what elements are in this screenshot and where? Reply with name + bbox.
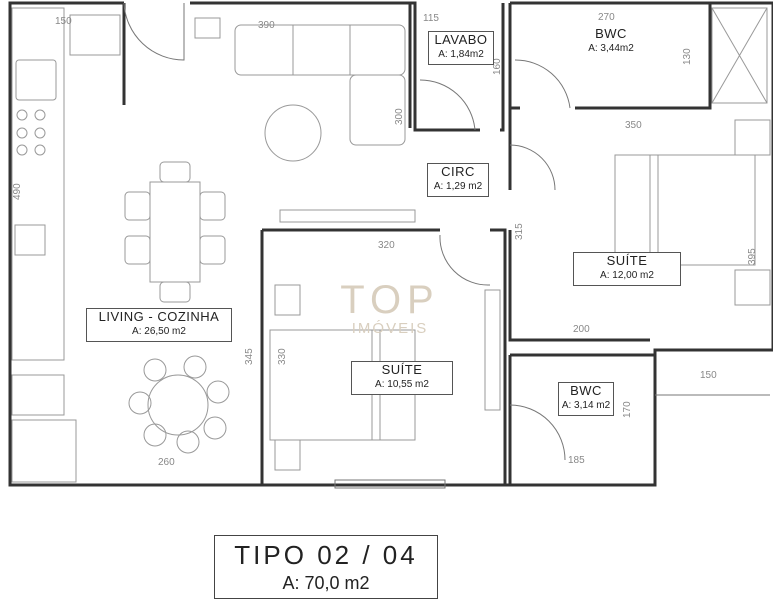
- svg-text:130: 130: [682, 48, 693, 65]
- room-name: SUÍTE: [381, 362, 423, 377]
- room-label-circ: CIRC A: 1,29 m2: [427, 163, 489, 197]
- svg-text:150: 150: [700, 370, 717, 381]
- kitchen-counter: [11, 7, 121, 483]
- room-area: A: 1,84m2: [438, 49, 484, 60]
- watermark: TOP IMÓVEIS: [335, 280, 445, 337]
- svg-text:320: 320: [378, 240, 395, 251]
- room-area: A: 3,14 m2: [561, 400, 611, 411]
- interior-walls: [260, 1, 712, 485]
- room-name: BWC: [595, 26, 627, 41]
- room-name: CIRC: [441, 164, 475, 179]
- svg-text:260: 260: [158, 457, 175, 468]
- unit-type: TIPO 02 / 04: [234, 540, 418, 570]
- svg-text:330: 330: [277, 348, 288, 365]
- watermark-line2: IMÓVEIS: [351, 320, 429, 337]
- svg-text:345: 345: [244, 348, 255, 365]
- dimension-labels: 150 390 115 270 130 160 300 350 490 315 …: [12, 12, 758, 468]
- room-name: LIVING - COZINHA: [98, 309, 220, 324]
- suite2-bed: [269, 209, 501, 471]
- outer-walls: [8, 1, 773, 487]
- round-table: [128, 355, 230, 454]
- room-area: A: 10,55 m2: [375, 379, 429, 390]
- svg-text:270: 270: [598, 12, 615, 23]
- svg-text:160: 160: [492, 58, 503, 75]
- svg-text:315: 315: [514, 223, 525, 240]
- room-label-suite1: SUÍTE A: 12,00 m2: [573, 252, 681, 286]
- room-label-suite2: SUÍTE A: 10,55 m2: [351, 361, 453, 395]
- svg-text:350: 350: [625, 120, 642, 131]
- room-label-bwc2: BWC A: 3,14 m2: [558, 382, 614, 416]
- svg-text:170: 170: [622, 401, 633, 418]
- room-area: A: 3,44m2: [588, 43, 634, 54]
- unit-area: A: 70,0 m2: [282, 573, 370, 593]
- room-area: A: 12,00 m2: [600, 270, 654, 281]
- unit-title-box: TIPO 02 / 04 A: 70,0 m2: [214, 535, 438, 599]
- room-name: BWC: [570, 383, 602, 398]
- svg-text:390: 390: [258, 20, 275, 31]
- svg-text:185: 185: [568, 455, 585, 466]
- windows: [334, 394, 770, 489]
- room-area: A: 26,50 m2: [132, 326, 186, 337]
- room-label-bwc1: BWC A: 3,44m2: [580, 26, 642, 58]
- door-swings: [123, 2, 571, 461]
- room-label-living: LIVING - COZINHA A: 26,50 m2: [86, 308, 232, 342]
- room-name: SUÍTE: [606, 253, 648, 268]
- svg-text:300: 300: [394, 108, 405, 125]
- room-area: A: 1,29 m2: [433, 181, 483, 192]
- svg-text:490: 490: [12, 183, 23, 200]
- sofa: [194, 17, 406, 162]
- svg-text:200: 200: [573, 324, 590, 335]
- room-label-lavabo: LAVABO A: 1,84m2: [428, 31, 494, 65]
- watermark-line1: TOP: [340, 278, 440, 322]
- svg-text:115: 115: [423, 13, 439, 24]
- svg-text:395: 395: [747, 248, 758, 265]
- dining-table: [124, 161, 226, 303]
- svg-text:150: 150: [55, 16, 72, 27]
- suite1-bed: [614, 7, 771, 306]
- room-name: LAVABO: [434, 32, 488, 47]
